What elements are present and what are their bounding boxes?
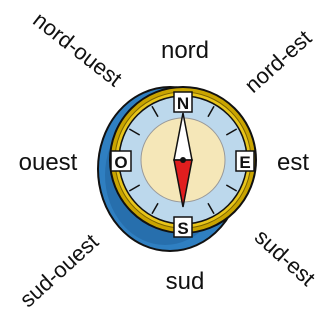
letter-south: S (177, 219, 188, 238)
label-southeast: sud-est (250, 224, 320, 291)
label-southwest: sud-ouest (15, 229, 104, 312)
letter-east-box: E (236, 151, 254, 172)
label-northeast: nord-est (240, 25, 317, 98)
label-northwest: nord-ouest (28, 7, 126, 91)
letter-east: E (239, 153, 250, 172)
letter-north-box: N (174, 92, 192, 113)
compass-icon: N S E O (98, 87, 256, 251)
letter-west-box: O (111, 151, 131, 172)
needle-pivot (180, 157, 186, 163)
label-south: sud (166, 268, 205, 295)
letter-south-box: S (174, 217, 192, 238)
label-west: ouest (19, 149, 78, 176)
letter-north: N (177, 94, 189, 113)
label-north: nord (161, 37, 209, 64)
label-east: est (277, 149, 309, 176)
letter-west: O (114, 153, 127, 172)
